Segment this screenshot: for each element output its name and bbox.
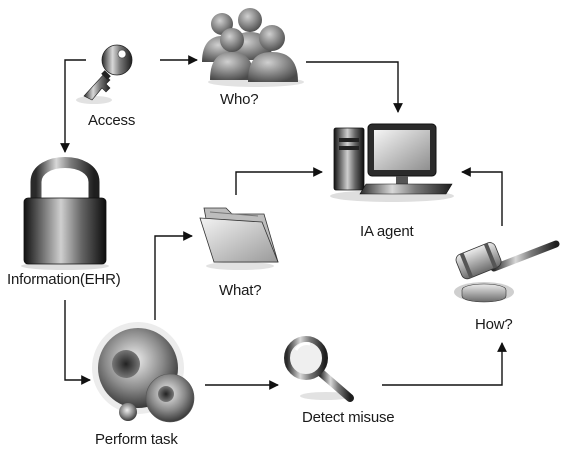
ia-agent-label: IA agent: [360, 223, 414, 240]
people-icon: [202, 8, 304, 87]
detect-misuse-label: Detect misuse: [302, 409, 395, 426]
padlock-icon: [21, 157, 109, 270]
arrow-detect-misuse-to-how: [382, 342, 507, 386]
how-label: How?: [475, 316, 513, 333]
access-label: Access: [88, 112, 136, 129]
arrow-perform-task-to-what: [154, 231, 193, 320]
arrow-information-to-perform-task: [64, 300, 91, 385]
arrow-access-to-information: [60, 59, 86, 153]
folder-icon: [199, 207, 279, 270]
connectors: [60, 55, 507, 390]
who-label: Who?: [220, 91, 259, 108]
arrow-how-to-ia-agent: [461, 167, 503, 226]
key-icon: [76, 44, 133, 104]
information-label: Information(EHR): [7, 271, 121, 288]
cells-icon: [92, 322, 195, 423]
arrow-who-to-ia-agent: [306, 61, 403, 113]
computer-icon: [330, 123, 454, 202]
what-label: What?: [219, 282, 262, 299]
perform-task-label: Perform task: [95, 431, 178, 448]
arrow-what-to-ia-agent: [235, 167, 323, 195]
magnifier-icon: [284, 336, 354, 402]
gavel-icon: [454, 240, 560, 303]
